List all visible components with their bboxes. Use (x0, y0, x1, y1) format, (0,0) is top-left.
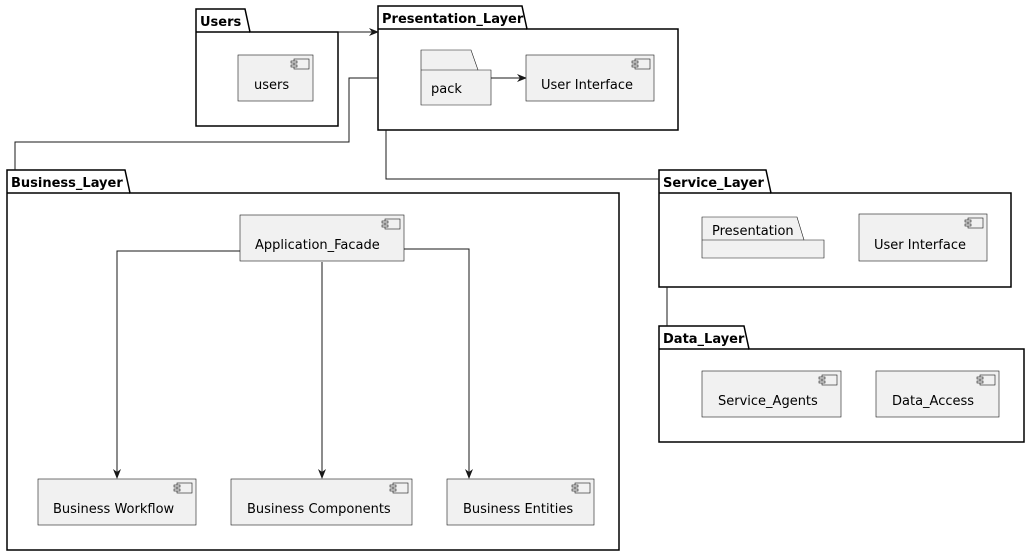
package-business-layer: Business_Layer (6, 169, 620, 551)
arrow-facade-workflow (113, 469, 121, 479)
component-icon (976, 374, 996, 386)
connector-facade-workflow (116, 250, 240, 478)
component-business-components-label: Business Components (247, 502, 391, 517)
connectors (14, 28, 668, 479)
component-business-entities: Business Entities (446, 478, 595, 526)
component-icon (173, 482, 193, 494)
component-user-interface-service-label: User Interface (874, 238, 966, 253)
package-users-title: Users (200, 15, 242, 30)
arrow-facade-entities (465, 469, 473, 479)
component-icon (631, 58, 651, 70)
component-icon (964, 217, 984, 229)
component-user-interface-presentation-label: User Interface (541, 78, 633, 93)
component-icon (571, 482, 591, 494)
component-service-agents-label: Service_Agents (718, 394, 818, 409)
component-user-interface-service: User Interface (858, 213, 988, 262)
component-icon (389, 482, 409, 494)
component-business-workflow: Business Workflow (37, 478, 197, 526)
package-service-layer-title: Service_Layer (663, 176, 764, 191)
folder-presentation-label: Presentation (712, 224, 794, 239)
component-users: users (237, 54, 314, 102)
component-users-label: users (254, 78, 289, 93)
connector-facade-entities (404, 248, 470, 478)
arrow-facade-components (318, 469, 326, 479)
component-business-entities-label: Business Entities (463, 502, 573, 517)
component-icon (290, 58, 310, 70)
component-user-interface-presentation: User Interface (525, 54, 655, 102)
component-icon (818, 374, 838, 386)
component-data-access-label: Data_Access (892, 394, 974, 409)
package-data-layer-title: Data_Layer (663, 332, 745, 347)
component-business-workflow-label: Business Workflow (53, 502, 175, 517)
package-presentation-layer-title: Presentation_Layer (382, 12, 524, 27)
component-business-components: Business Components (230, 478, 413, 526)
arrow-users-presentation (369, 28, 379, 36)
connector-presentation-service (385, 130, 659, 180)
arrow-pack-ui (517, 74, 527, 82)
component-service-agents: Service_Agents (701, 370, 842, 418)
component-application-facade: Application_Facade (239, 214, 405, 262)
component-application-facade-label: Application_Facade (255, 238, 380, 253)
folder-pack: pack (420, 49, 492, 106)
folder-pack-label: pack (431, 82, 462, 97)
folder-presentation: Presentation (701, 216, 825, 259)
component-data-access: Data_Access (875, 370, 1000, 418)
connector-presentation-business (14, 77, 378, 170)
package-business-layer-title: Business_Layer (11, 176, 123, 191)
component-icon (381, 218, 401, 230)
